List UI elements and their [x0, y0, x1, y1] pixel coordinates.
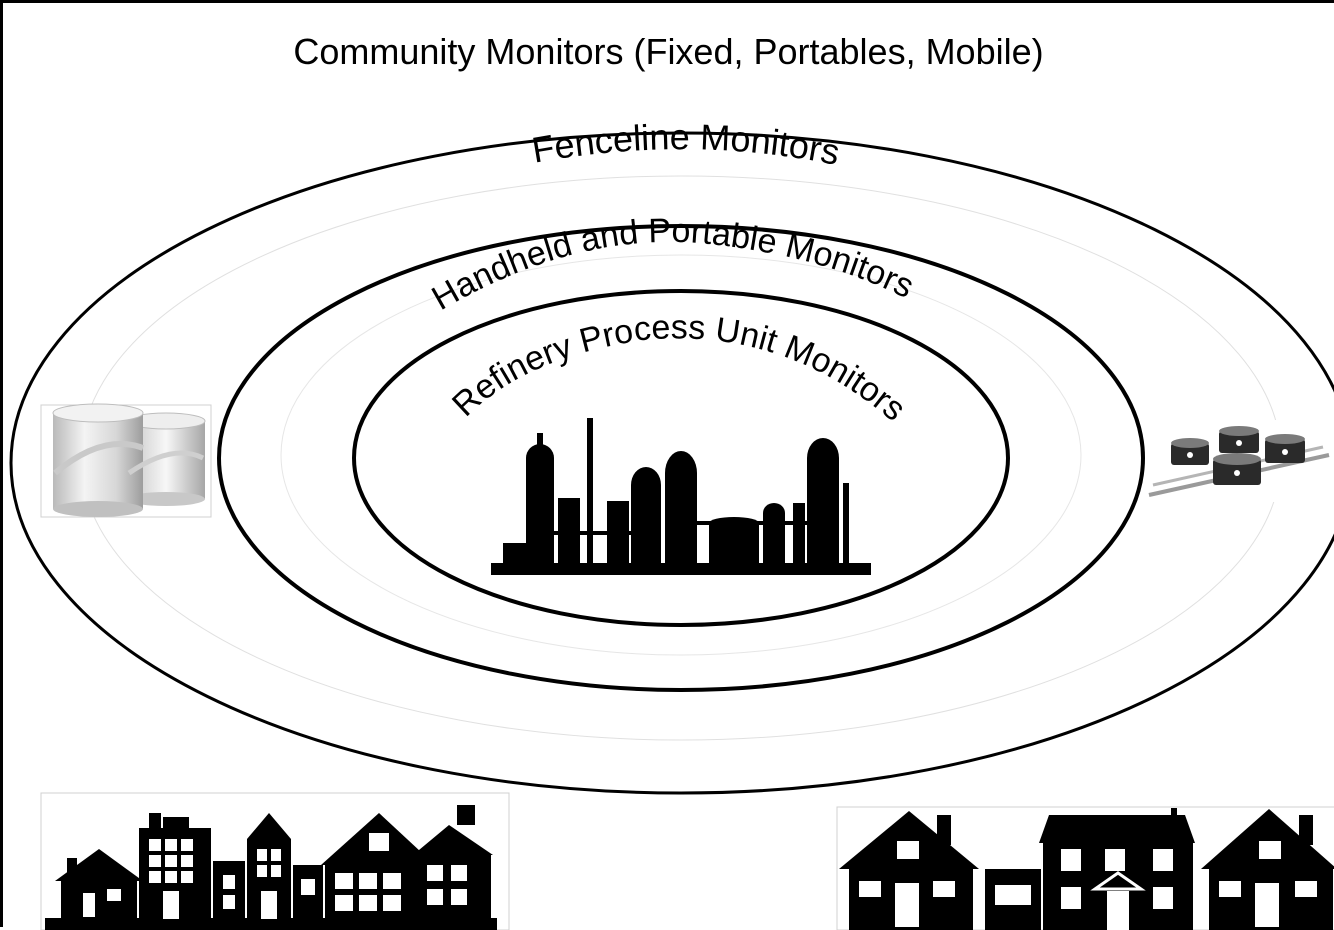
refinery-silhouette-icon — [487, 418, 871, 578]
process-unit-ring — [352, 289, 1010, 627]
handheld-ring-inner-guide — [280, 254, 1082, 656]
oil-tank-farm-icon — [1148, 420, 1330, 502]
diagram-title: Community Monitors (Fixed, Portables, Mo… — [293, 31, 1044, 72]
fenceline-ring — [9, 131, 1334, 795]
houses-silhouette-icon — [836, 806, 1334, 930]
storage-tanks-icon — [40, 403, 212, 518]
handheld-label: Handheld and Portable Monitors — [426, 212, 920, 318]
process-unit-label: Refinery Process Unit Monitors — [445, 308, 913, 428]
handheld-ring — [217, 224, 1145, 692]
fenceline-label: Fenceline Monitors — [529, 116, 843, 173]
townhouses-silhouette-icon — [40, 792, 510, 930]
monitoring-rings-diagram: Fenceline Monitors Handheld and Portable… — [9, 116, 1334, 930]
